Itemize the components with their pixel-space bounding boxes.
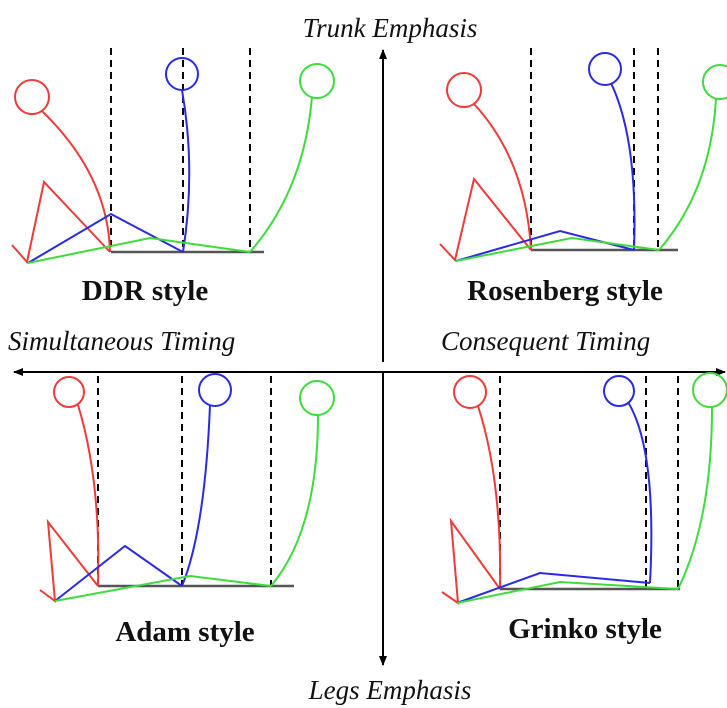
quadrant-ddr-style: DDR style (11, 48, 335, 307)
axis-label-top: Trunk Emphasis (303, 13, 478, 43)
figure-green (54, 380, 335, 602)
figure-green (455, 64, 727, 262)
figure-blue (54, 373, 232, 602)
figure-green (27, 63, 335, 264)
quadrant-adam-style: Adam style (39, 373, 335, 648)
quadrant-grinko-style: Grinko style (441, 372, 727, 645)
axis-label-left: Simultaneous Timing (8, 326, 235, 356)
style-label-adam: Adam style (115, 616, 254, 648)
figure-green (456, 372, 727, 604)
figure-red (39, 376, 100, 604)
reference-lines (530, 48, 659, 250)
axis-label-right: Consequent Timing (441, 326, 650, 356)
figure-blue (456, 375, 653, 604)
style-label-rosenberg: Rosenberg style (467, 275, 663, 307)
reference-lines (97, 376, 272, 586)
figure-blue (27, 57, 199, 264)
figure-red (11, 79, 111, 265)
figure-red (441, 375, 502, 606)
style-label-grinko: Grinko style (508, 613, 662, 645)
axis-label-bottom: Legs Emphasis (308, 675, 472, 705)
quadrant-rosenberg-style: Rosenberg style (439, 48, 727, 307)
style-label-ddr: DDR style (82, 275, 209, 307)
figure-red (439, 72, 532, 263)
reference-lines (110, 48, 251, 252)
figure-blue (455, 52, 636, 262)
